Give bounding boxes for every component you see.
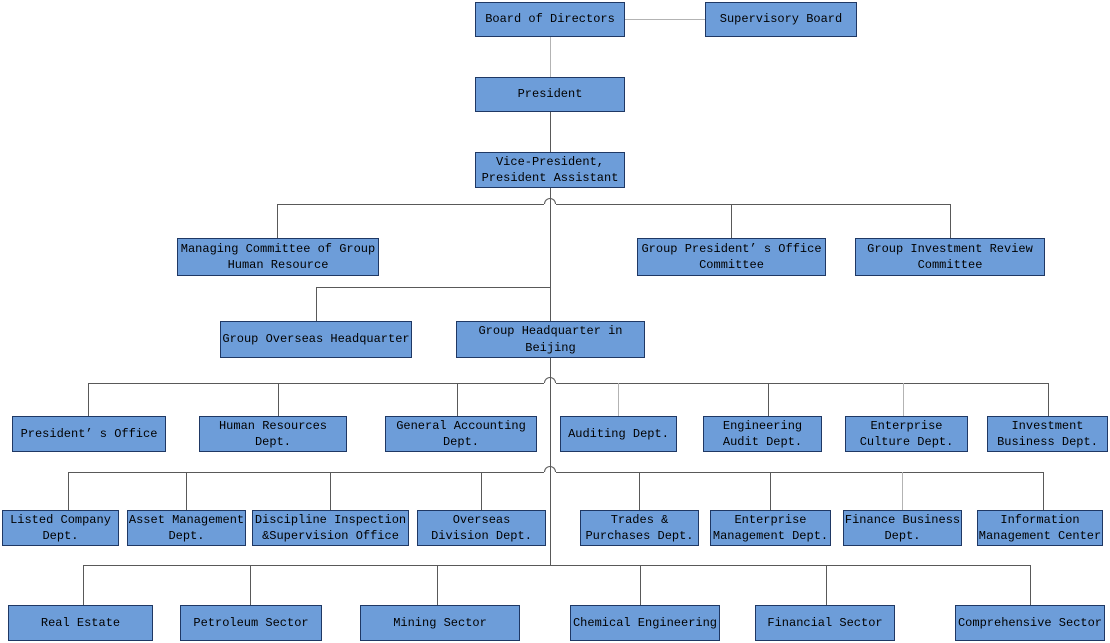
- node-enterprise-management-dept: Enterprise Management Dept.: [710, 510, 831, 546]
- node-information-management-center: Information Management Center: [977, 510, 1103, 546]
- connector-line: [903, 383, 904, 416]
- connector-trunk: [550, 188, 551, 321]
- connector-line: [330, 472, 331, 510]
- connector-line: [550, 37, 551, 77]
- node-supervisory-board: Supervisory Board: [705, 2, 857, 37]
- connector-line: [83, 565, 1030, 566]
- connector-line: [250, 565, 251, 605]
- connector-line: [770, 472, 771, 510]
- node-petroleum-sector: Petroleum Sector: [180, 605, 322, 641]
- line-jump-arc: [544, 198, 556, 204]
- node-group-presidents-office-committee: Group President’ s Office Committee: [637, 238, 826, 276]
- connector-trunk: [550, 357, 551, 565]
- connector-line: [556, 383, 1048, 384]
- node-chemical-engineering: Chemical Engineering: [570, 605, 720, 641]
- node-group-investment-review-committee: Group Investment Review Committee: [855, 238, 1045, 276]
- connector-line: [88, 383, 544, 384]
- connector-line: [316, 287, 317, 321]
- node-listed-company-dept: Listed Company Dept.: [2, 510, 119, 546]
- connector-line: [826, 565, 827, 605]
- node-vice-president: Vice-President, President Assistant: [475, 152, 625, 188]
- connector-line: [950, 204, 951, 238]
- node-president: President: [475, 77, 625, 112]
- node-discipline-inspection-supervision-office: Discipline Inspection &Supervision Offic…: [252, 510, 409, 546]
- connector-line: [625, 19, 705, 20]
- connector-line: [550, 112, 551, 152]
- connector-line: [556, 204, 950, 205]
- connector-line: [457, 383, 458, 416]
- node-finance-business-dept: Finance Business Dept.: [843, 510, 962, 546]
- node-asset-management-dept: Asset Management Dept.: [127, 510, 246, 546]
- node-mining-sector: Mining Sector: [360, 605, 520, 641]
- node-board-of-directors: Board of Directors: [475, 2, 625, 37]
- connector-line: [277, 204, 278, 238]
- node-engineering-audit-dept: Engineering Audit Dept.: [703, 416, 822, 452]
- node-financial-sector: Financial Sector: [755, 605, 895, 641]
- connector-line: [316, 287, 550, 288]
- connector-line: [902, 472, 903, 510]
- connector-line: [1030, 565, 1031, 605]
- node-presidents-office: President’ s Office: [12, 416, 166, 452]
- node-real-estate: Real Estate: [8, 605, 153, 641]
- connector-line: [640, 565, 641, 605]
- connector-line: [68, 472, 69, 510]
- node-group-headquarter-beijing: Group Headquarter in Beijing: [456, 321, 645, 358]
- connector-line: [731, 204, 732, 238]
- connector-line: [1048, 383, 1049, 416]
- connector-line: [277, 204, 544, 205]
- node-overseas-division-dept: Overseas Division Dept.: [417, 510, 546, 546]
- node-auditing-dept: Auditing Dept.: [560, 416, 677, 452]
- connector-line: [481, 472, 482, 510]
- connector-line: [618, 383, 619, 416]
- connector-line: [1043, 472, 1044, 510]
- connector-line: [83, 565, 84, 605]
- node-comprehensive-sector: Comprehensive Sector: [955, 605, 1105, 641]
- line-jump-arc: [544, 377, 556, 383]
- connector-line: [88, 383, 89, 416]
- connector-line: [68, 472, 544, 473]
- connector-line: [768, 383, 769, 416]
- connector-line: [278, 383, 279, 416]
- connector-line: [639, 472, 640, 510]
- connector-line: [186, 472, 187, 510]
- node-group-overseas-headquarter: Group Overseas Headquarter: [220, 321, 412, 358]
- node-enterprise-culture-dept: Enterprise Culture Dept.: [845, 416, 968, 452]
- node-human-resources-dept: Human Resources Dept.: [199, 416, 347, 452]
- connector-line: [437, 565, 438, 605]
- node-investment-business-dept: Investment Business Dept.: [987, 416, 1108, 452]
- connector-line: [556, 472, 1043, 473]
- node-trades-purchases-dept: Trades & Purchases Dept.: [580, 510, 699, 546]
- node-managing-committee-group-hr: Managing Committee of Group Human Resour…: [177, 238, 379, 276]
- line-jump-arc: [544, 466, 556, 472]
- node-general-accounting-dept: General Accounting Dept.: [385, 416, 537, 452]
